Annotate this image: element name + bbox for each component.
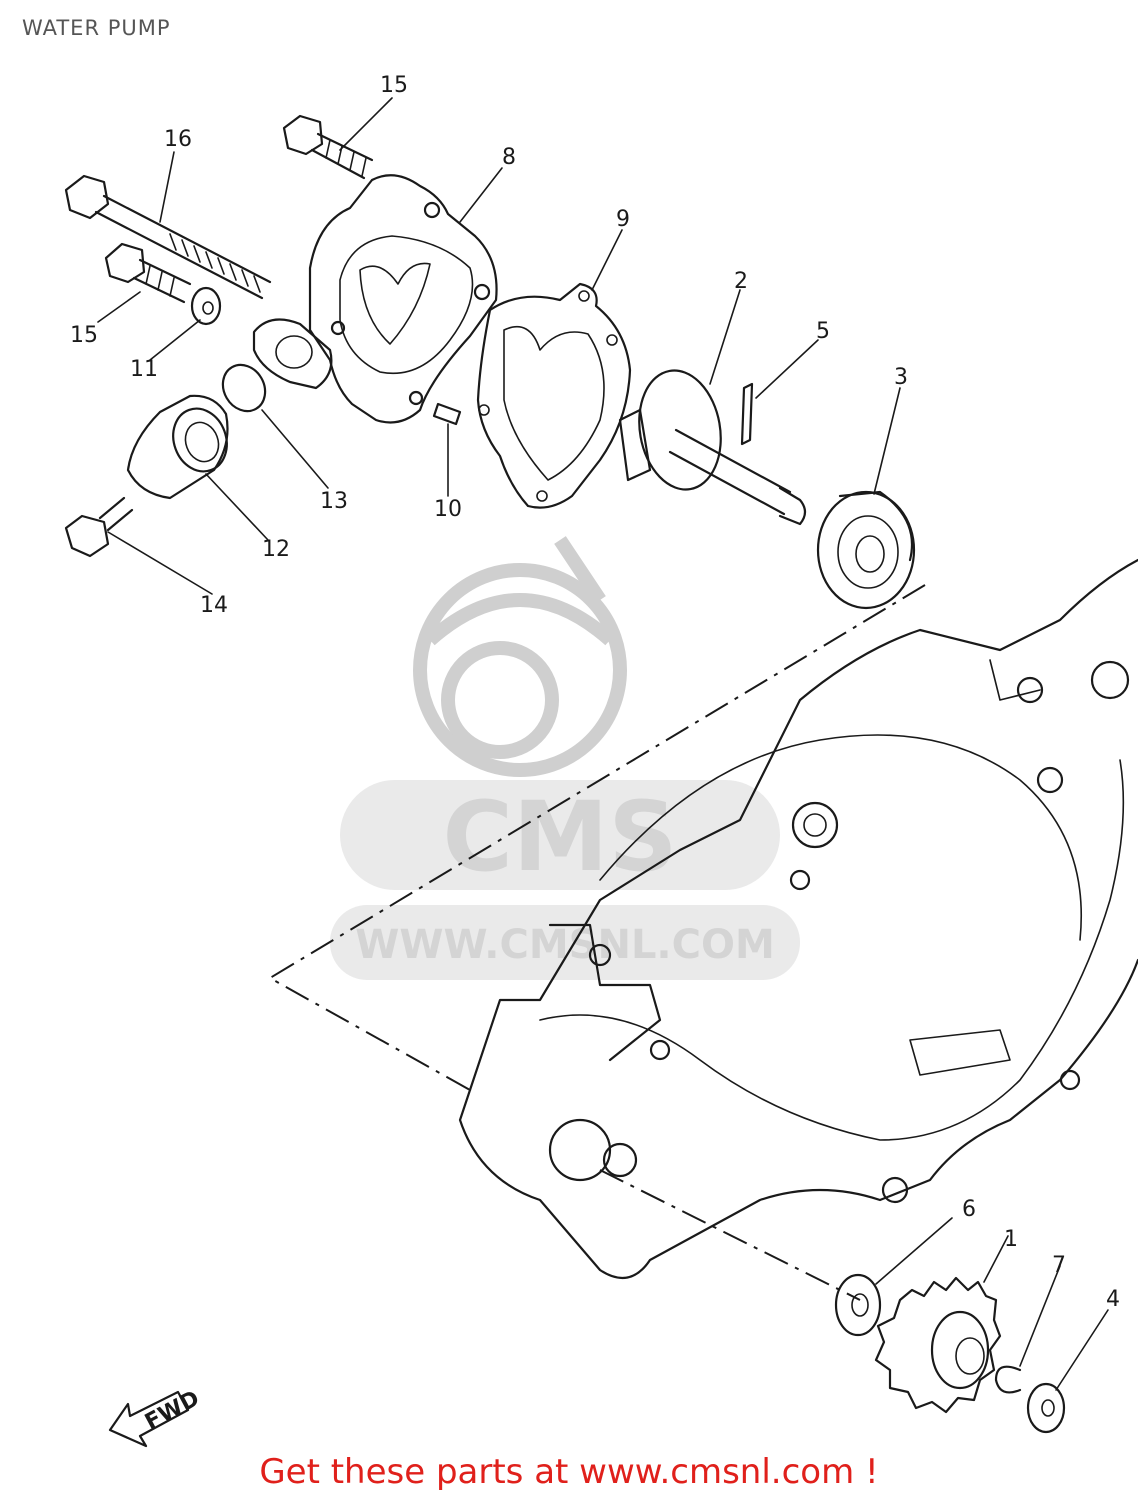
callout-2: 2 [734,269,748,294]
callout-14: 14 [200,593,228,618]
pump-housing [308,174,498,424]
callout-6: 6 [962,1197,976,1222]
impeller-shaft [618,369,807,526]
o-ring [221,363,267,413]
callout-numbers: 6 1 7 4 15 16 8 9 2 5 3 15 11 13 10 12 1… [70,73,1120,1312]
callout-8: 8 [502,145,516,170]
leader-lines [97,97,1109,1391]
watermark-url: WWW.CMSNL.COM [355,922,775,968]
callout-13: 13 [320,489,348,514]
oil-seal [816,490,916,610]
cms-watermark: CMS WWW.CMSNL.COM [330,536,800,980]
top-bolt [282,114,374,180]
callout-11: 11 [130,357,158,382]
footer-call-to-action[interactable]: Get these parts at www.cmsnl.com ! [259,1452,879,1492]
crankcase [458,558,1138,1280]
fwd-label: FWD [141,1386,204,1435]
end-washer [1026,1382,1066,1434]
watermark-brand: CMS [442,781,677,893]
lower-bolt [104,242,192,304]
circlip [994,1365,1022,1394]
pipe-bolt [64,496,134,558]
outlet-pipe [126,394,229,500]
dowel-pin [432,402,462,426]
callout-15-lower: 15 [70,323,98,348]
callout-10: 10 [434,497,462,522]
page-title: WATER PUMP [22,16,171,40]
callout-9: 9 [616,207,630,232]
pipe-flange [252,318,333,390]
callout-15-top: 15 [380,73,408,98]
callout-1: 1 [1004,1227,1018,1252]
gear-washer [834,1273,882,1337]
washer-11 [190,286,222,326]
callout-12: 12 [262,537,290,562]
shaft-pin [740,382,754,446]
drive-gear [874,1276,1002,1414]
forward-direction-badge: FWD [108,1386,204,1448]
pump-gasket [476,282,632,509]
callout-16: 16 [164,127,192,152]
callout-3: 3 [894,365,908,390]
callout-4: 4 [1106,1287,1120,1312]
assembly-line-lower [599,1169,861,1301]
assembly-line [268,584,926,1091]
callout-7: 7 [1052,1253,1066,1278]
long-bolt [64,174,272,300]
callout-5: 5 [816,319,830,344]
